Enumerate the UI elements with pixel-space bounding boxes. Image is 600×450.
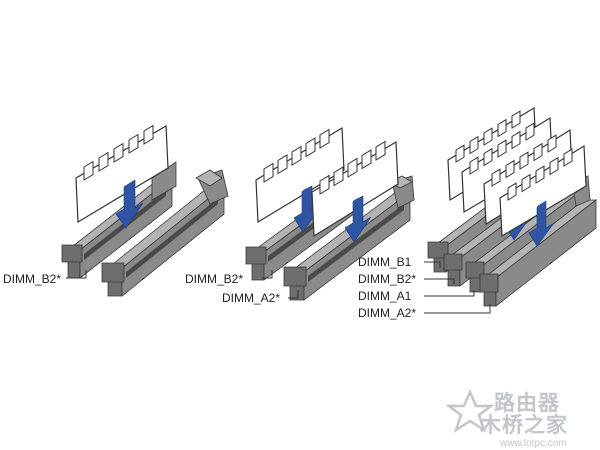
insert-arrow-icon: [344, 195, 372, 243]
leader-line-b2: [66, 270, 87, 279]
panel3-label-dimm-b1: DIMM_B1: [358, 255, 412, 269]
panel1-label-dimm-b2: DIMM_B2*: [3, 272, 61, 286]
panel3-label-dimm-b2: DIMM_B2*: [358, 272, 416, 286]
panel3-label-dimm-a2: DIMM_A2*: [358, 306, 416, 320]
memory-chip: [533, 142, 543, 162]
memory-chip: [511, 110, 521, 129]
leader-line-a2: [424, 304, 491, 314]
insert-arrow-icon: [115, 179, 144, 229]
memory-chip: [291, 145, 302, 166]
insert-arrow-icon: [528, 200, 555, 247]
memory-chip: [305, 137, 316, 158]
memory-chip: [98, 151, 109, 172]
memory-chip: [547, 134, 557, 153]
memory-chip: [469, 135, 479, 155]
watermark-text2: 木桥之家: [479, 413, 568, 437]
watermark: 路由器 木桥之家 www.lotpc.com: [445, 388, 568, 449]
memory-chip: [319, 174, 330, 195]
leader-line-b2: [424, 278, 455, 284]
memory-chip: [347, 157, 358, 178]
memory-chip: [507, 182, 517, 201]
memory-chip: [375, 140, 386, 161]
memory-chip: [128, 133, 139, 154]
memory-chip: [483, 127, 493, 146]
leader-line-a2: [288, 290, 299, 299]
memory-module-front: [311, 140, 399, 238]
panel-two-modules: [245, 126, 415, 301]
memory-chip: [361, 149, 372, 170]
memory-chip: [319, 128, 330, 149]
memory-chip: [525, 122, 535, 141]
leader-line-b1: [424, 261, 441, 268]
memory-module-a2: [499, 144, 587, 238]
memory-chip: [563, 148, 573, 167]
memory-module-back: [255, 126, 345, 224]
memory-chip: [505, 159, 515, 179]
watermark-text: 路由器: [494, 391, 560, 415]
memory-chip: [511, 130, 521, 150]
memory-module: [75, 124, 169, 224]
panel-one-module: [61, 124, 229, 297]
memory-chip: [535, 165, 545, 184]
memory-chip: [491, 168, 501, 187]
panel3-label-dimm-a1: DIMM_A1: [358, 289, 412, 303]
memory-chip: [143, 124, 154, 145]
memory-chip: [113, 142, 124, 163]
dimm-slot-a: [101, 169, 229, 297]
memory-chip: [497, 118, 507, 138]
watermark-url: www.lotpc.com: [499, 438, 567, 449]
panel2-label-dimm-a2: DIMM_A2*: [222, 291, 280, 305]
memory-chip: [497, 139, 507, 158]
memory-chip: [519, 151, 529, 170]
memory-chip: [83, 160, 94, 181]
memory-chip: [333, 166, 344, 187]
memory-chip: [263, 162, 274, 183]
panel2-label-dimm-b2: DIMM_B2*: [185, 272, 243, 286]
memory-chip: [455, 144, 465, 163]
leader-line-b2: [262, 270, 273, 279]
memory-chip: [469, 156, 479, 175]
memory-chip: [277, 154, 288, 175]
panel-four-modules: [424, 106, 598, 314]
leader-line-a1: [424, 290, 475, 297]
star-logo-icon: [445, 388, 495, 433]
memory-chip: [521, 173, 531, 193]
memory-chip: [549, 156, 559, 176]
memory-chip: [483, 147, 493, 167]
